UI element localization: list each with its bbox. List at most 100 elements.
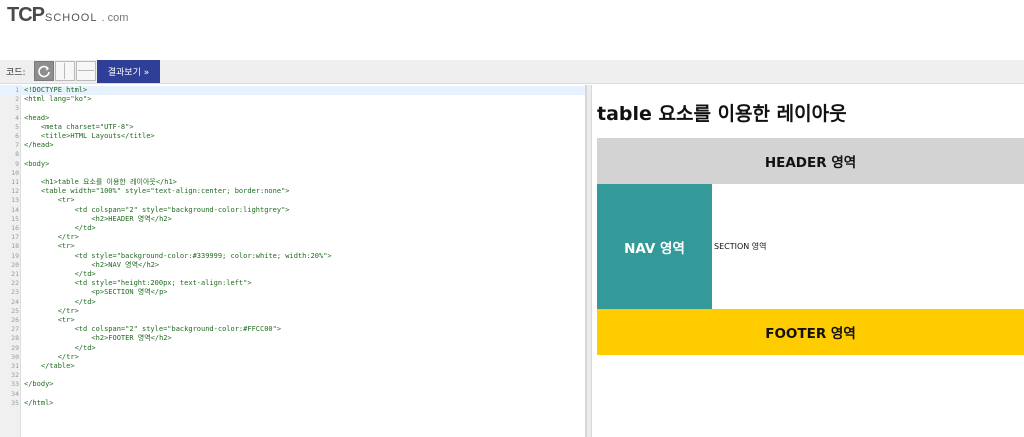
line-number: 32 xyxy=(11,371,19,380)
code-line[interactable]: 34 xyxy=(0,390,585,399)
line-number: 19 xyxy=(11,251,19,260)
code-line[interactable]: 20 <h2>NAV 영역</h2> xyxy=(0,261,585,270)
code-line[interactable]: 31 </table> xyxy=(0,362,585,371)
code-text: </table> xyxy=(24,362,75,370)
line-number: 5 xyxy=(15,122,19,131)
code-line[interactable]: 15 <h2>HEADER 영역</h2> xyxy=(0,214,585,224)
code-line[interactable]: 28 <h2>FOOTER 영역</h2> xyxy=(0,334,585,343)
code-line[interactable]: 5 <meta charset="UTF-8"> xyxy=(0,122,585,132)
code-line[interactable]: 30 </tr> xyxy=(0,352,585,362)
layout-vertical-button[interactable] xyxy=(55,61,75,81)
layout-horizontal-button[interactable] xyxy=(76,61,96,81)
code-line[interactable]: 29 </td> xyxy=(0,344,585,353)
line-number: 10 xyxy=(11,168,19,177)
logo-tcp-text: TCP xyxy=(7,4,45,26)
code-text: <h2>HEADER 영역</h2> xyxy=(24,214,172,223)
line-number: 16 xyxy=(11,224,19,232)
code-line[interactable]: 17 </tr> xyxy=(0,233,585,242)
line-number: 23 xyxy=(11,288,19,297)
code-text: <td style="height:200px; text-align:left… xyxy=(24,279,252,288)
logo-school-text: SCHOOL xyxy=(45,12,98,24)
code-line[interactable]: 19 <td style="background-color:#339999; … xyxy=(0,251,585,261)
code-line[interactable]: 10 xyxy=(0,168,585,178)
code-line[interactable]: 25 </tr> xyxy=(0,306,585,316)
line-number: 24 xyxy=(11,297,19,306)
line-number: 22 xyxy=(11,279,19,288)
code-line[interactable]: 12 <table width="100%" style="text-align… xyxy=(0,187,585,196)
code-text: <tr> xyxy=(24,242,75,251)
code-text: <p>SECTION 영역</p> xyxy=(24,288,168,297)
line-number: 21 xyxy=(11,270,19,278)
nav-cell: NAV 영역 xyxy=(597,184,712,309)
site-header: TCP SCHOOL . com xyxy=(0,0,1024,60)
view-result-button[interactable]: 결과보기 » xyxy=(97,60,160,83)
result-preview: table 요소를 이용한 레이아웃 HEADER 영역 NAV 영역 SECT… xyxy=(592,85,1024,437)
code-line[interactable]: 27 <td colspan="2" style="background-col… xyxy=(0,325,585,334)
code-line[interactable]: 21 </td> xyxy=(0,270,585,279)
code-line[interactable]: 24 </td> xyxy=(0,297,585,307)
code-text: </body> xyxy=(24,380,54,389)
section-cell: SECTION 영역 xyxy=(712,184,1024,309)
code-line[interactable]: 14 <td colspan="2" style="background-col… xyxy=(0,205,585,215)
line-number: 15 xyxy=(11,214,19,223)
code-text: <meta charset="UTF-8"> xyxy=(24,122,134,131)
code-line[interactable]: 33 </body> xyxy=(0,380,585,389)
code-line[interactable]: 6 <title>HTML Layouts</title> xyxy=(0,132,585,141)
line-number: 25 xyxy=(11,306,19,315)
nav-heading: NAV 영역 xyxy=(624,240,685,257)
footer-cell: FOOTER 영역 xyxy=(597,309,1024,355)
header-cell: HEADER 영역 xyxy=(597,138,1024,184)
code-line[interactable]: 9<body> xyxy=(0,159,585,169)
code-line[interactable]: 32 xyxy=(0,371,585,380)
code-line[interactable]: 3 xyxy=(0,104,585,113)
code-text: </td> xyxy=(24,297,96,306)
code-text: </head> xyxy=(24,141,54,150)
line-number: 31 xyxy=(11,362,19,370)
code-text: <td colspan="2" style="background-color:… xyxy=(24,325,282,334)
code-line[interactable]: 26 <tr> xyxy=(0,316,585,325)
line-number: 11 xyxy=(11,178,19,186)
line-number-gutter xyxy=(0,85,21,437)
code-line[interactable]: 16 </td> xyxy=(0,224,585,233)
code-text: </td> xyxy=(24,224,96,232)
code-line[interactable]: 35 </html> xyxy=(0,398,585,408)
line-number: 18 xyxy=(11,242,19,251)
code-text: <!DOCTYPE html> xyxy=(24,86,88,94)
code-line[interactable]: 23 <p>SECTION 영역</p> xyxy=(0,288,585,297)
code-line[interactable]: 1<!DOCTYPE html> xyxy=(0,86,585,96)
code-line[interactable]: 13 <tr> xyxy=(0,196,585,205)
code-line[interactable]: 7 </head> xyxy=(0,141,585,150)
code-line[interactable]: 4 <head> xyxy=(0,113,585,123)
code-line[interactable]: 8 xyxy=(0,150,585,159)
code-text: <td colspan="2" style="background-color:… xyxy=(24,205,290,214)
pane-splitter[interactable] xyxy=(586,85,592,437)
code-label: 코드: xyxy=(6,68,26,78)
line-number: 9 xyxy=(15,159,19,168)
code-line[interactable]: 2<html lang="ko"> xyxy=(0,95,585,104)
code-text: <table width="100%" style="text-align:ce… xyxy=(24,187,290,196)
code-text: <h1>table 요소를 이용한 레이아웃</h1> xyxy=(24,178,177,186)
code-text: </html> xyxy=(24,398,54,407)
site-logo[interactable]: TCP SCHOOL . com xyxy=(7,4,128,26)
line-number: 7 xyxy=(15,141,19,150)
line-number: 3 xyxy=(15,104,19,113)
line-number: 33 xyxy=(11,380,19,389)
code-line[interactable]: 18 <tr> xyxy=(0,242,585,251)
line-number: 13 xyxy=(11,196,19,205)
line-number: 12 xyxy=(11,187,19,196)
code-text: <head> xyxy=(24,113,50,122)
code-text: </tr> xyxy=(24,352,79,361)
code-text: <h2>FOOTER 영역</h2> xyxy=(24,334,172,343)
code-text: </tr> xyxy=(24,306,79,315)
refresh-button[interactable] xyxy=(34,61,54,81)
code-line[interactable]: 11 <h1>table 요소를 이용한 레이아웃</h1> xyxy=(0,178,585,187)
code-text: <html lang="ko"> xyxy=(24,95,92,104)
code-text: </tr> xyxy=(24,233,79,242)
editor-toolbar: 코드: 결과보기 » xyxy=(0,60,1024,84)
refresh-icon xyxy=(38,65,50,78)
line-number: 27 xyxy=(11,325,19,334)
line-number: 4 xyxy=(15,113,19,122)
code-line[interactable]: 22 <td style="height:200px; text-align:l… xyxy=(0,279,585,288)
line-number: 35 xyxy=(11,398,19,407)
